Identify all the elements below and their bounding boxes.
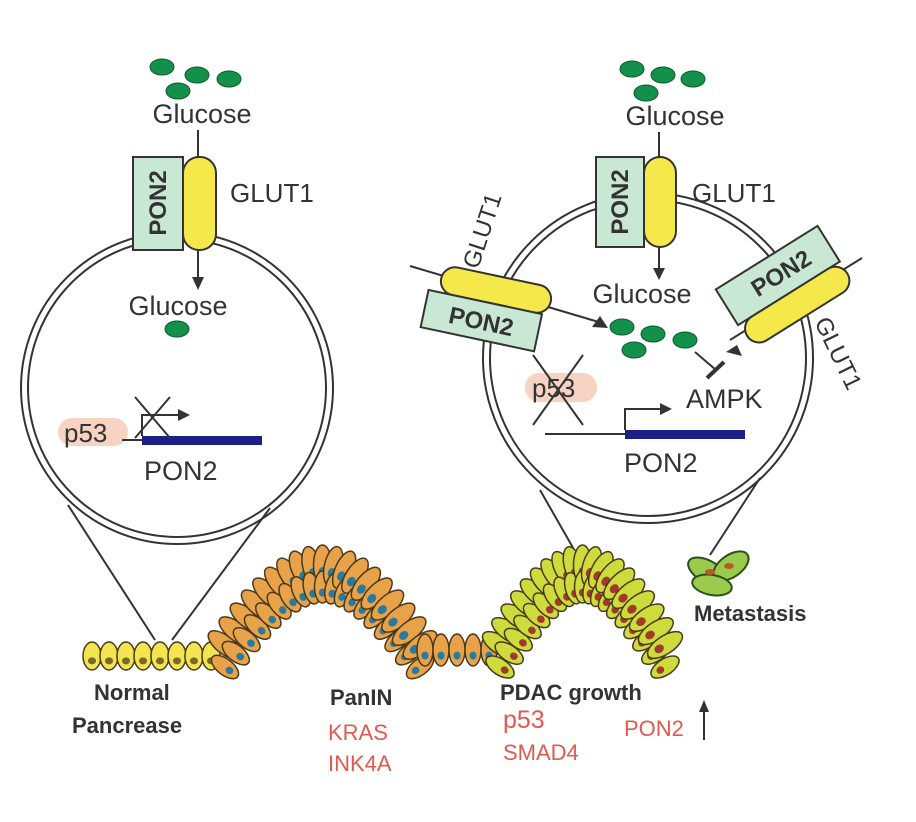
right-promoter-arrowhead	[660, 403, 672, 415]
stage-normal-label-line2: Pancrease	[72, 713, 182, 738]
right-top-pon2-label: PON2	[607, 169, 634, 234]
right-glucose-ampk-inhibition	[694, 351, 717, 371]
right-right-glut1-label: GLUT1	[809, 313, 867, 394]
right-glucose-inside-label: Glucose	[592, 279, 691, 309]
right-glucose-inside-cluster	[609, 318, 698, 359]
stage-panin-label: PanIN	[330, 685, 392, 710]
panin-cell	[432, 633, 450, 667]
left-glucose-molecule-inside	[164, 320, 190, 338]
panin-cell	[278, 582, 302, 613]
right-right-import-arrowhead	[726, 345, 742, 356]
left-cell: Glucose PON2 GLUT1 Glucose p53 PON2	[20, 58, 334, 641]
right-glucose-outside-label: Glucose	[625, 101, 724, 131]
normal-pancreas-cells	[82, 641, 221, 671]
right-cell: Glucose PON2 GLUT1 PON2 GLUT1 PON2 GLUT1…	[409, 60, 867, 561]
normal-cell	[133, 641, 153, 671]
normal-cell	[150, 641, 170, 671]
right-left-import-arrowhead	[592, 316, 608, 328]
left-promoter-arrow	[141, 414, 180, 436]
right-glucose-cluster	[619, 60, 706, 102]
left-glucose-import-arrowhead	[192, 277, 204, 290]
panin-cell	[464, 633, 482, 667]
left-glut1-transporter	[182, 156, 217, 251]
right-top-glut1-label: GLUT1	[692, 178, 776, 208]
panin-cell	[391, 616, 427, 647]
panin-cell	[266, 591, 292, 620]
left-zoom-line-2	[171, 507, 271, 641]
normal-cell	[184, 641, 204, 671]
panin-cell	[448, 633, 466, 667]
pdac-mutation-smad4: SMAD4	[503, 740, 579, 765]
left-pon2-gene-bar	[142, 436, 262, 445]
normal-cell	[116, 641, 136, 671]
panin-cell	[416, 633, 434, 667]
stage-normal-label-line1: Normal	[94, 680, 170, 705]
pon2-upregulated-label: PON2	[624, 716, 684, 741]
left-glucose-outside-label: Glucose	[152, 99, 251, 129]
left-promoter-arrowhead	[178, 409, 190, 421]
right-top-glut1-transporter	[643, 156, 677, 248]
left-glucose-inside-label: Glucose	[128, 291, 227, 321]
right-zoom-line-2	[709, 477, 761, 556]
right-right-glut1-transporter	[744, 265, 851, 344]
left-glut1-label: GLUT1	[230, 178, 314, 208]
normal-cell	[99, 641, 119, 671]
right-left-transporter: PON2	[419, 266, 553, 353]
panin-cell	[370, 589, 405, 621]
pdac-tumor-cells	[481, 544, 684, 679]
right-pon2-gene-bar	[625, 430, 745, 439]
panin-cell	[221, 640, 251, 666]
normal-cell	[82, 641, 102, 671]
epithelium-progression	[82, 544, 684, 680]
right-p53-label: p53	[532, 373, 575, 403]
metastasis-cluster	[687, 550, 750, 597]
panin-lesion-cells	[207, 544, 498, 680]
pdac-mutation-p53: p53	[503, 706, 545, 734]
normal-cell	[167, 641, 187, 671]
left-glucose-cluster	[149, 58, 242, 100]
stage-pdac-label: PDAC growth	[500, 680, 642, 705]
right-top-pon2-box	[595, 156, 645, 248]
left-pon2-gene-label: PON2	[144, 456, 218, 486]
left-cell-membrane-inner	[27, 238, 327, 538]
right-ampk-label: AMPK	[686, 384, 763, 414]
right-p53-cross-x2	[532, 354, 584, 426]
right-pon2-gene-label: PON2	[624, 448, 698, 478]
left-p53-highlight	[58, 418, 128, 446]
pon2-up-arrowhead	[699, 700, 709, 712]
pdac-cell	[646, 630, 684, 660]
left-zoom-line-1	[67, 504, 156, 641]
right-right-transporter: PON2	[714, 224, 851, 344]
panin-mutation-kras: KRAS	[328, 720, 388, 745]
right-top-import-arrowhead	[653, 268, 665, 280]
left-pon2-box-label: PON2	[145, 170, 172, 235]
left-cell-membrane-outer	[20, 231, 334, 545]
panin-cell	[210, 654, 240, 680]
right-left-glut1-label: GLUT1	[458, 190, 508, 272]
pdac-cell	[619, 590, 656, 620]
right-left-pon2-box	[419, 288, 544, 353]
left-promoter-block-x2	[134, 396, 171, 439]
right-promoter-arrow	[624, 408, 662, 430]
metastasis-label: Metastasis	[694, 601, 807, 626]
left-p53-label: p53	[64, 418, 107, 448]
panin-mutation-ink4a: INK4A	[328, 751, 392, 776]
right-inhibition-bar	[705, 360, 726, 380]
pdac-cell	[650, 655, 680, 679]
pdac-cell	[637, 616, 674, 646]
